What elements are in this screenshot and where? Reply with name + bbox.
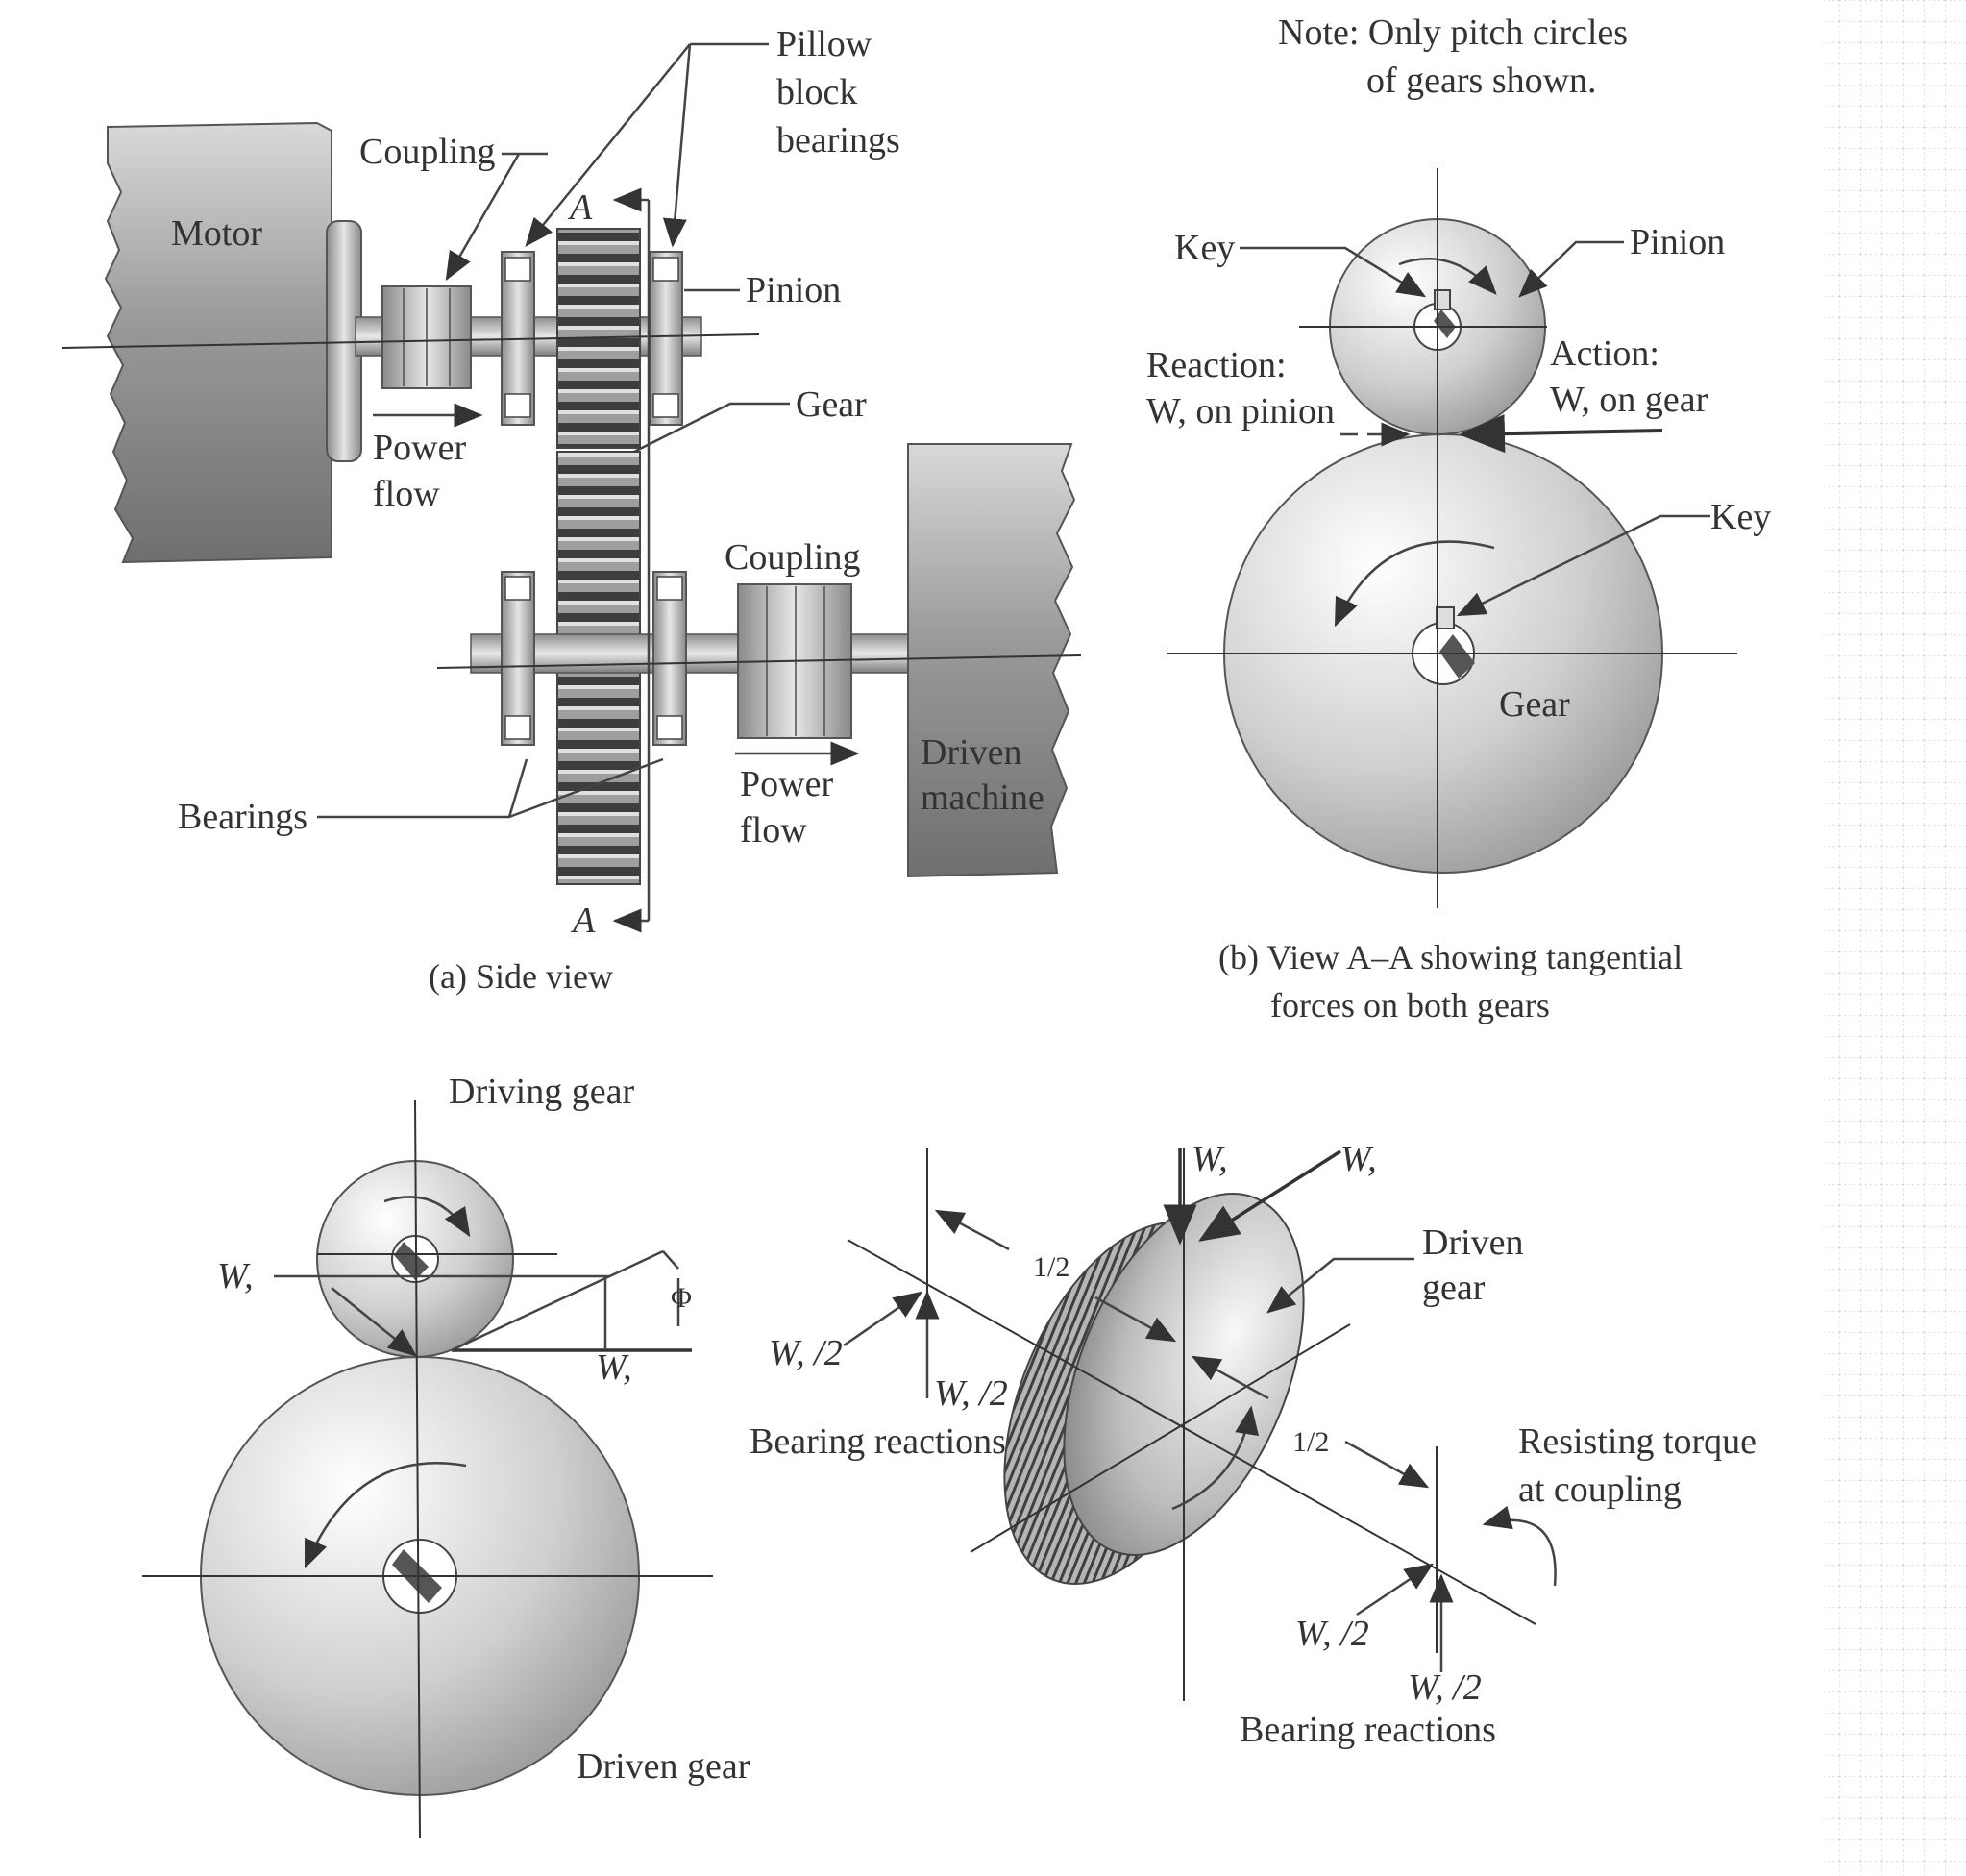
panel-c-driving-driven: Φ Driving gear W, W, Driven gear (142, 1072, 750, 1839)
pillow-block-label: Pillow block bearings (776, 24, 900, 160)
driven-machine-body (907, 443, 1076, 878)
pinion-label-a: Pinion (746, 270, 841, 310)
wt-half-left: W, /2 (769, 1333, 843, 1373)
wr-label-c: W, (217, 1256, 254, 1296)
gear-key (1436, 606, 1455, 629)
phi-label: Φ (671, 1282, 692, 1314)
wr-half-right: W, /2 (1295, 1614, 1369, 1654)
resisting-torque-label: Resisting torque at coupling (1518, 1421, 1766, 1510)
bearings-label: Bearings (178, 797, 307, 837)
wt-half-right: W, /2 (1408, 1667, 1482, 1708)
gear-label-a: Gear (796, 384, 867, 425)
half-l-top: 1/2 (1033, 1251, 1069, 1283)
grid-strip (1824, 0, 1966, 1876)
wr-label-d: W, (1192, 1139, 1228, 1179)
section-a-bottom: A (570, 901, 596, 941)
caption-a: (a) Side view (429, 957, 613, 996)
wr-half-left: W, /2 (934, 1373, 1008, 1414)
pinion-label-b: Pinion (1630, 222, 1725, 262)
driven-machine-label: Driven machine (921, 732, 1044, 818)
bearing-reactions-left: Bearing reactions (750, 1421, 1006, 1462)
note-label: Note: Only pitch circles of gears shown. (1278, 12, 1637, 101)
key-bottom-label: Key (1710, 497, 1771, 537)
section-a-top: A (567, 187, 593, 228)
half-l-bottom: 1/2 (1292, 1426, 1329, 1458)
power-flow-left-label: Power flow (373, 428, 476, 514)
driving-gear-label: Driving gear (449, 1072, 634, 1112)
motor-label: Motor (171, 213, 262, 254)
wt-label-c: W, (596, 1347, 632, 1388)
coupling-bottom-label: Coupling (725, 537, 860, 578)
driven-gear-label-c: Driven gear (577, 1746, 750, 1787)
panel-d-isometric: 1/2 1/2 W, W, Driven gear W, /2 W, /2 Be… (750, 1139, 1766, 1750)
driven-gear-label-d: Driven gear (1422, 1222, 1533, 1308)
bearing-reactions-right: Bearing reactions (1240, 1710, 1496, 1750)
panel-b-view-aa: Note: Only pitch circles of gears shown.… (1146, 12, 1771, 1024)
coupling-top-label: Coupling (359, 132, 495, 172)
reaction-label: Reaction: W, on pinion (1146, 345, 1335, 432)
panel-a-side-view: A A Pillow block bearings Coupling Motor… (61, 24, 1082, 996)
key-top-label: Key (1174, 228, 1235, 268)
power-flow-right-label: Power flow (740, 764, 843, 851)
action-label: Action: W, on gear (1550, 333, 1708, 420)
wt-label-d: W, (1340, 1139, 1377, 1179)
caption-b: (b) View A–A showing tangential forces o… (1218, 938, 1691, 1024)
motor-body (104, 121, 332, 564)
gear-label-b: Gear (1499, 684, 1570, 725)
